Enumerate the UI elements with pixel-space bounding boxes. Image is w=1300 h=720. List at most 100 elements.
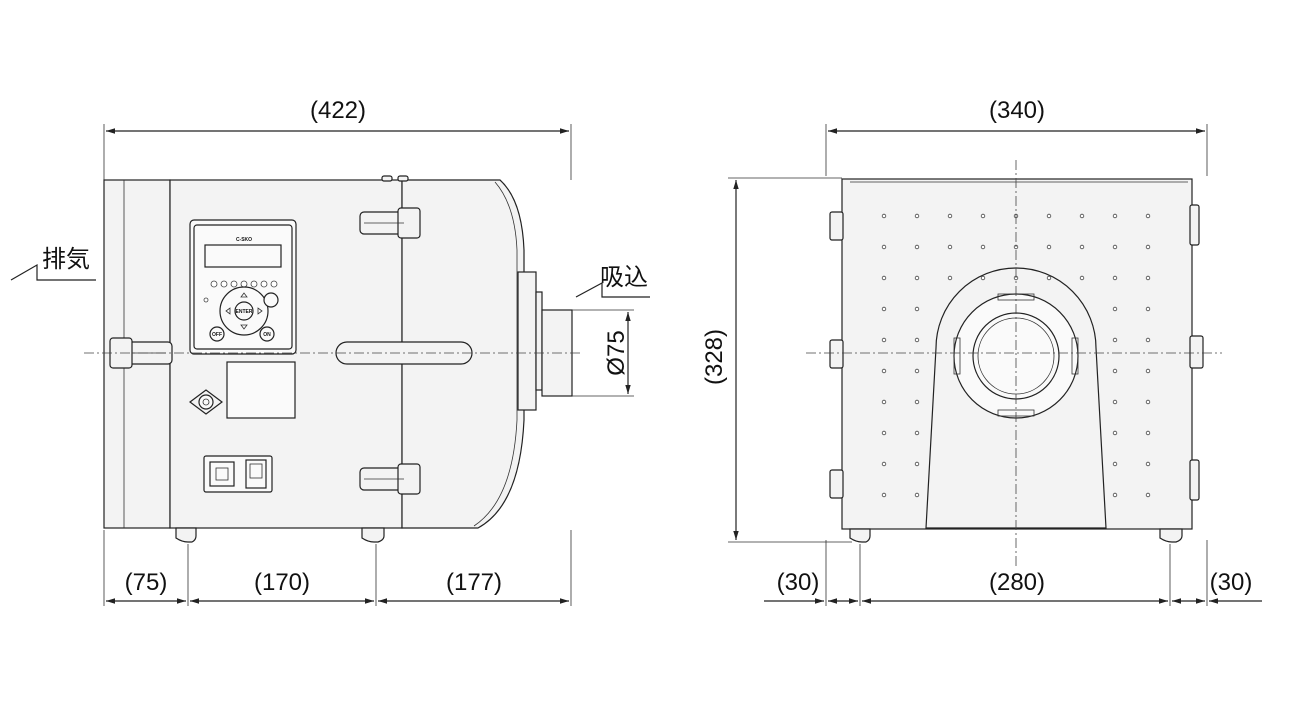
foot	[849, 528, 871, 543]
vent-hole-grid	[881, 213, 1151, 498]
vent-hole	[914, 244, 920, 250]
up-arrow-icon	[240, 292, 248, 298]
vent-hole	[881, 306, 887, 312]
display-screen	[204, 244, 282, 268]
vent-hole	[881, 399, 887, 405]
intake-flange	[517, 271, 537, 411]
side-seg-middle-label: (170)	[254, 569, 310, 596]
side-overall-dimension: (422)	[103, 97, 572, 182]
on-label: ON	[263, 332, 271, 338]
vent-hole	[1112, 492, 1118, 498]
side-body: C-SKO ENTER OFF	[103, 175, 573, 543]
front-body	[829, 178, 1204, 543]
sensor-dot	[203, 297, 209, 303]
vent-hole	[881, 368, 887, 374]
left-arrow-icon	[225, 307, 231, 315]
vent-hole	[1145, 337, 1151, 343]
vent-hole	[881, 244, 887, 250]
front-seg-middle-label: (280)	[989, 569, 1045, 596]
vent-hole	[980, 275, 986, 281]
vent-hole	[914, 368, 920, 374]
vent-hole	[881, 275, 887, 281]
vent-hole	[914, 461, 920, 467]
power-switch	[245, 459, 267, 489]
enter-button	[234, 301, 254, 321]
vent-hole	[1046, 213, 1052, 219]
vent-hole	[1145, 430, 1151, 436]
vent-hole	[1145, 368, 1151, 374]
vent-hole	[881, 492, 887, 498]
off-label: OFF	[212, 332, 222, 338]
label-plate	[226, 361, 296, 419]
vent-hole	[1112, 430, 1118, 436]
vent-hole	[1112, 461, 1118, 467]
exhaust-indicator: 排気	[10, 245, 96, 281]
intake-diameter-dimension: Ø75	[572, 309, 634, 397]
vent-hole	[947, 244, 953, 250]
side-seg-left-label: (75)	[125, 569, 168, 596]
control-panel: C-SKO ENTER OFF	[189, 219, 297, 355]
foot	[175, 527, 197, 543]
vent-hole	[1079, 275, 1085, 281]
vent-hole	[1145, 461, 1151, 467]
vent-hole	[1112, 213, 1118, 219]
on-button	[259, 326, 275, 342]
vent-hole	[914, 275, 920, 281]
vent-hole	[1145, 399, 1151, 405]
side-bottom-dimensions: (75) (170) (177)	[103, 530, 572, 606]
intake-indicator: 吸込	[575, 263, 650, 298]
front-overall-width-label: (340)	[989, 97, 1045, 124]
latch-clip	[359, 207, 421, 239]
front-height-dimension: (328)	[701, 177, 852, 543]
front-view: (340) (328)	[701, 97, 1262, 606]
vent-hole	[914, 399, 920, 405]
vent-hole	[914, 492, 920, 498]
vent-hole	[947, 275, 953, 281]
latch-clip	[359, 463, 421, 495]
power-inlet	[203, 455, 273, 493]
vent-hole	[881, 213, 887, 219]
vent-hole	[1079, 213, 1085, 219]
vent-hole	[947, 213, 953, 219]
front-seg-left-label: (30)	[777, 569, 820, 596]
side-seg-right-label: (177)	[446, 569, 502, 596]
side-view: (422)	[10, 97, 650, 606]
vent-hole	[1145, 306, 1151, 312]
vent-hole	[1112, 275, 1118, 281]
vent-hole	[914, 337, 920, 343]
vent-hole	[1145, 492, 1151, 498]
vent-hole	[980, 244, 986, 250]
vent-hole	[1046, 244, 1052, 250]
mode-button	[263, 292, 279, 308]
connector-socket	[189, 389, 223, 415]
vent-hole	[980, 213, 986, 219]
vent-hole	[1079, 244, 1085, 250]
foot	[361, 527, 385, 543]
exhaust-label: 排気	[42, 245, 90, 273]
foot	[1159, 528, 1183, 543]
vent-hole	[914, 430, 920, 436]
intake-label: 吸込	[600, 263, 648, 291]
vent-hole	[914, 213, 920, 219]
vent-hole	[1112, 368, 1118, 374]
side-overall-width-label: (422)	[310, 97, 366, 124]
vent-hole	[1145, 244, 1151, 250]
controller-brand: C-SKO	[236, 237, 252, 243]
front-seg-right-label: (30)	[1210, 569, 1253, 596]
vent-hole	[881, 461, 887, 467]
vent-hole	[1145, 213, 1151, 219]
front-height-label: (328)	[701, 329, 728, 385]
indicator-leds	[210, 280, 278, 288]
front-bottom-dimensions: (30) (280) (30)	[764, 540, 1262, 606]
vent-hole	[914, 306, 920, 312]
intake-diameter-label: Ø75	[603, 330, 630, 375]
right-arrow-icon	[257, 307, 263, 315]
enter-label: ENTER	[236, 309, 253, 315]
off-button	[209, 326, 225, 342]
vent-hole	[1145, 275, 1151, 281]
front-overall-dimension: (340)	[825, 97, 1208, 176]
vent-hole	[1112, 244, 1118, 250]
vent-hole	[1112, 306, 1118, 312]
down-arrow-icon	[240, 324, 248, 330]
